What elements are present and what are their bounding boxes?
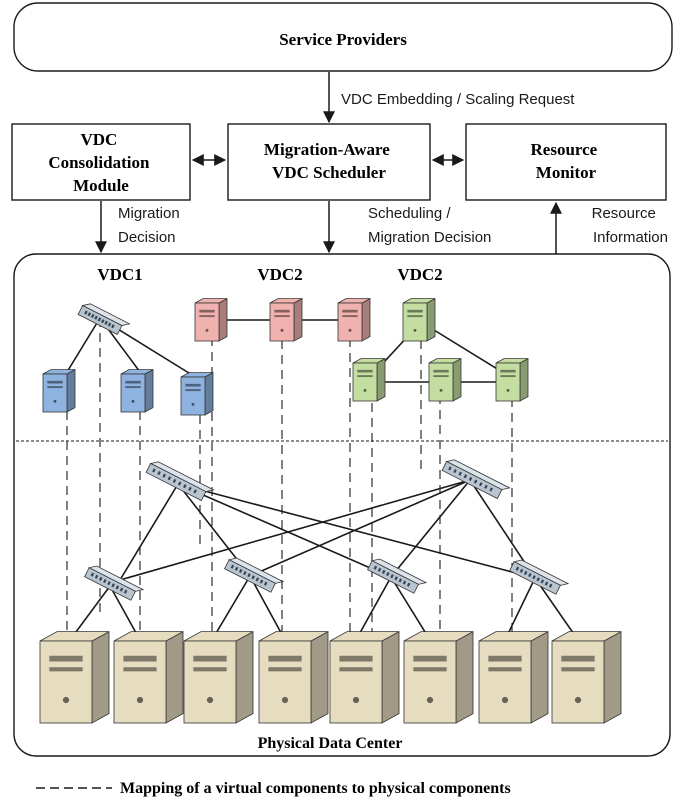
scheduler-label: Migration-Aware VDC Scheduler [264,140,394,182]
consolidation-line-3: Module [73,176,129,195]
vdc2-label: VDC2 [257,265,302,284]
physical-link [177,483,536,579]
legend: Mapping of a virtual components to physi… [36,780,511,797]
migration-decision-label: Migration Decision [118,205,184,246]
physical-access-switch-icon [224,557,285,593]
physical-link [534,577,579,641]
vdc2-server-icon [337,297,371,342]
vdc1-server-icon [42,368,76,413]
scheduling-decision-line-2: Migration Decision [368,229,491,246]
physical-server-icon [329,630,400,724]
migration-decision-line-1: Migration [118,205,180,222]
scheduling-decision-label: Scheduling / Migration Decision [368,205,491,246]
physical-server-icon [403,630,474,724]
physical-server-icon [551,630,622,724]
data-center-container [13,253,671,757]
physical-access-switch-icon [84,565,145,601]
consolidation-module-box: VDC Consolidation Module [11,123,191,201]
service-providers-box: Service Providers [13,2,673,72]
monitor-line-1: Resource [531,140,598,159]
physical-server-icon [183,630,254,724]
vdc2-server-icon [194,297,228,342]
monitor-line-2: Monitor [536,163,597,182]
physical-server-icon [113,630,184,724]
resource-monitor-label: Resource Monitor [531,140,602,182]
vdc1-server-icon [180,371,214,416]
vdc3-server-icon [402,297,436,342]
physical-access-switch-icon [367,558,428,594]
network-nodes [39,297,622,724]
vdc1-label: VDC1 [97,265,142,284]
embedding-request-label: VDC Embedding / Scaling Request [341,91,575,108]
physical-access-switch-icon [509,559,570,595]
scheduler-line-2: VDC Scheduler [272,163,386,182]
physical-link [390,479,471,578]
resource-information-label: Resource Information [592,205,668,246]
scheduling-decision-line-1: Scheduling / [368,205,451,222]
vdc1-server-icon [120,368,154,413]
physical-link [119,483,179,581]
vdc2-server-icon [269,297,303,342]
physical-link [119,479,471,581]
physical-link [69,585,111,641]
physical-link [109,585,141,641]
migration-decision-line-2: Decision [118,229,176,246]
consolidation-line-2: Consolidation [48,153,150,172]
vdc3-label: VDC2 [397,265,442,284]
physical-link [504,577,536,641]
physical-link [249,479,471,577]
consolidation-module-label: VDC Consolidation Module [48,130,153,195]
service-providers-label: Service Providers [279,30,407,49]
vdc3-server-icon [428,357,462,402]
scheduler-box: Migration-Aware VDC Scheduler [227,123,431,201]
vdc1-link [66,317,101,373]
vdc3-server-icon [352,357,386,402]
physical-core-switch-icon [145,461,215,502]
physical-link [390,576,431,641]
vdc1-switch-icon [77,303,131,335]
physical-server-icon [478,630,549,724]
physical-core-switch-icon [441,459,511,500]
legend-text: Mapping of a virtual components to physi… [120,780,511,797]
resource-information-line-1: Resource [592,205,656,222]
physical-server-icon [258,630,329,724]
physical-link [355,576,392,641]
module-arrows [95,72,562,254]
consolidation-line-1: VDC [80,130,117,149]
physical-link [211,575,251,641]
physical-server-icon [39,630,110,724]
vdc3-server-icon [495,357,529,402]
resource-information-line-2: Information [593,229,668,246]
physical-link [177,483,392,578]
scheduler-line-1: Migration-Aware [264,140,390,159]
resource-monitor-box: Resource Monitor [465,123,667,201]
physical-link [249,575,286,641]
physical-data-center-label: Physical Data Center [258,735,403,752]
